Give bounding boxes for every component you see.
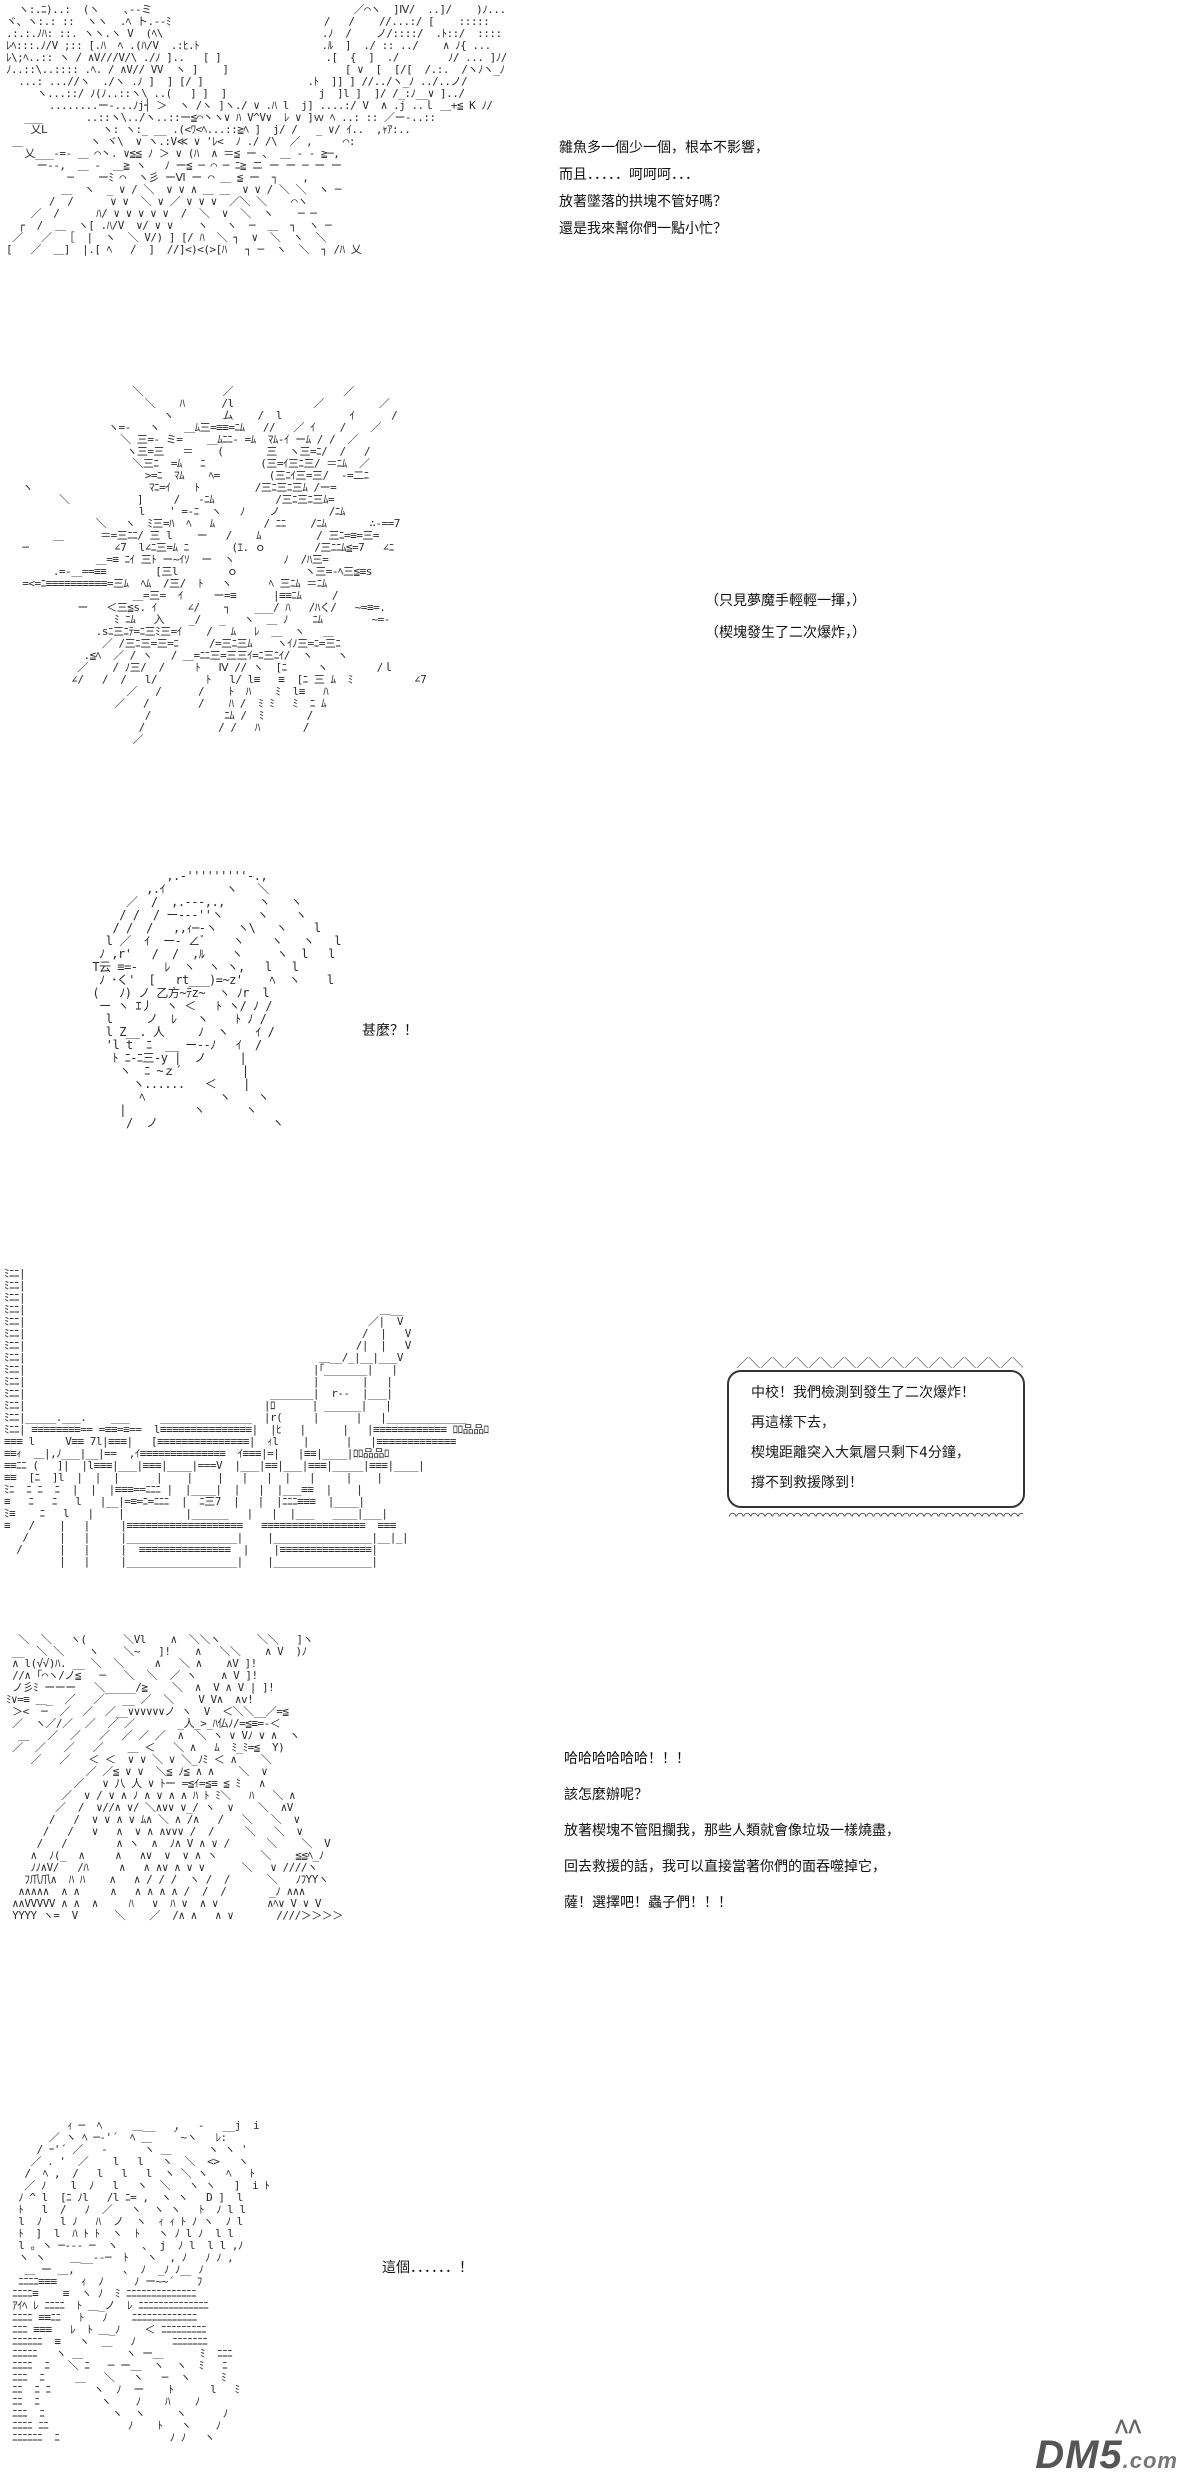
panel-4: ﾐﾆﾆ| ﾐﾆﾆ| ﾐﾆﾆ| ﾐﾆﾆ| ＿__ ﾐﾆﾆ| ／| V ﾐﾆﾆ| xyxy=(0,1262,1200,1612)
watermark-suffix: .com xyxy=(1122,2448,1178,2473)
ascii-art-demon-burst: ヽ:.ﾆ)..: (ヽ ､-‐ミ ／⌒ヽ ]Ⅳ/ ..]/ )ﾉ... ヾ、ヽ:… xyxy=(6,3,507,256)
bubble-spikes-decoration: ／＼／＼／＼／＼／＼／＼／＼／＼／＼／＼／＼／＼／＼／＼ xyxy=(736,1356,1023,1370)
dialog-panel-5: 哈哈哈哈哈哈！！！ 該怎麼辦呢？ 放著楔塊不管阻攔我，那些人類就會像垃圾一樣燒盡… xyxy=(564,1741,900,1921)
ascii-art-space-station: ﾐﾆﾆ| ﾐﾆﾆ| ﾐﾆﾆ| ﾐﾆﾆ| ＿__ ﾐﾆﾆ| ／| V ﾐﾆﾆ| xyxy=(4,1267,489,1568)
watermark-text: DM5 xyxy=(1035,2433,1123,2477)
bubble-line: 楔塊距離突入大氣層只剩下4分鐘， xyxy=(751,1445,970,1461)
dialog-line: 雜魚多一個少一個，根本不影響， xyxy=(559,140,769,156)
dialog-line: 哈哈哈哈哈哈！！！ xyxy=(564,1751,690,1767)
bubble-line: 撐不到救援隊到！ xyxy=(751,1475,863,1491)
ascii-art-pilot-face: ｨ ─ ﾍ ＿__ , ‐ __j i ／ ヽ ﾍ ─‐'´ ﾍ ＿ ｀~ヽ ﾚ… xyxy=(12,2119,270,2444)
dialog-panel-6: 這個．．．．．．！ xyxy=(382,2255,473,2282)
dialog-line: 薩！選擇吧！蟲子們！！！ xyxy=(564,1895,732,1911)
bubble-line: 再這樣下去， xyxy=(751,1415,835,1431)
panel-6: ｨ ─ ﾍ ＿__ , ‐ __j i ／ ヽ ﾍ ─‐'´ ﾍ ＿ ｀~ヽ ﾚ… xyxy=(0,2120,1200,2492)
bubble-line: 中校！我們檢測到發生了二次爆炸！ xyxy=(751,1385,975,1401)
dialog-line: （只見夢魔手輕輕一揮，） xyxy=(705,593,866,609)
cat-ear-icon: ᐱᐱ xyxy=(1115,2417,1142,2437)
panel-1: ヽ:.ﾆ)..: (ヽ ､-‐ミ ／⌒ヽ ]Ⅳ/ ..]/ )ﾉ... ヾ、ヽ:… xyxy=(0,0,1200,360)
dialog-panel-3: 甚麼？！ xyxy=(362,1018,418,1045)
dialog-line: 該怎麼辦呢？ xyxy=(564,1787,648,1803)
panel-2: ＼ ／ ／ ＼ ﾊ /l ／ ／ ヽ ム / l ｲ / ヽ=- ヽ ＿ﾑ三=≡… xyxy=(0,380,1200,860)
watermark-logo: ᐱᐱ DM5.com xyxy=(1035,2417,1178,2478)
dialog-line: （楔塊發生了二次爆炸，） xyxy=(705,625,866,641)
bubble-waves-decoration: ⌒⌒⌒⌒⌒⌒⌒⌒⌒⌒⌒⌒⌒⌒⌒⌒⌒⌒⌒⌒⌒⌒⌒⌒⌒⌒⌒⌒⌒⌒⌒⌒⌒⌒⌒⌒⌒⌒⌒⌒… xyxy=(729,1508,1023,1522)
dialog-line: 這個．．．．．．！ xyxy=(382,2260,473,2276)
ascii-art-officer-face: ,.‐'''''''''‐., ,.ｲ ヽ ＼ ／ / ,.-‐-,., ヽ ヽ… xyxy=(92,869,341,1130)
dialog-line: 回去救援的話，我可以直接當著你們的面吞噬掉它， xyxy=(564,1859,886,1875)
speech-bubble-radio: ／＼／＼／＼／＼／＼／＼／＼／＼／＼／＼／＼／＼／＼／＼ 中校！我們檢測到發生了… xyxy=(727,1356,1025,1522)
dialog-line: 還是我來幫你們一點小忙？ xyxy=(559,221,727,237)
panel-3: ,.‐'''''''''‐., ,.ｲ ヽ ＼ ／ / ,.-‐-,., ヽ ヽ… xyxy=(0,870,1200,1230)
dialog-line: 而且．．．．．呵呵呵．．． xyxy=(559,167,699,183)
dialog-line: 放著墜落的拱塊不管好嗎？ xyxy=(559,194,727,210)
dialog-panel-1: 雜魚多一個少一個，根本不影響， 而且．．．．．呵呵呵．．． 放著墜落的拱塊不管好… xyxy=(559,135,769,243)
dialog-line: 甚麼？！ xyxy=(362,1023,418,1039)
panel-5: ＼ ＼ ヽ( ＼Vl ∧ ＼＼ヽ ＼＼ ]ヽ __ ＼ ＼ ヽ ＼~ ]! ∧ … xyxy=(0,1630,1200,2110)
ascii-art-demon-laughing: ＼ ＼ ヽ( ＼Vl ∧ ＼＼ヽ ＼＼ ]ヽ __ ＼ ＼ ヽ ＼~ ]! ∧ … xyxy=(6,1633,343,1922)
dialog-line: 放著楔塊不管阻攔我，那些人類就會像垃圾一樣燒盡， xyxy=(564,1823,900,1839)
ascii-art-explosion: ＼ ／ ／ ＼ ﾊ /l ／ ／ ヽ ム / l ｲ / ヽ=- ヽ ＿ﾑ三=≡… xyxy=(22,385,427,746)
dialog-panel-2: （只見夢魔手輕輕一揮，） （楔塊發生了二次爆炸，） xyxy=(705,585,866,649)
